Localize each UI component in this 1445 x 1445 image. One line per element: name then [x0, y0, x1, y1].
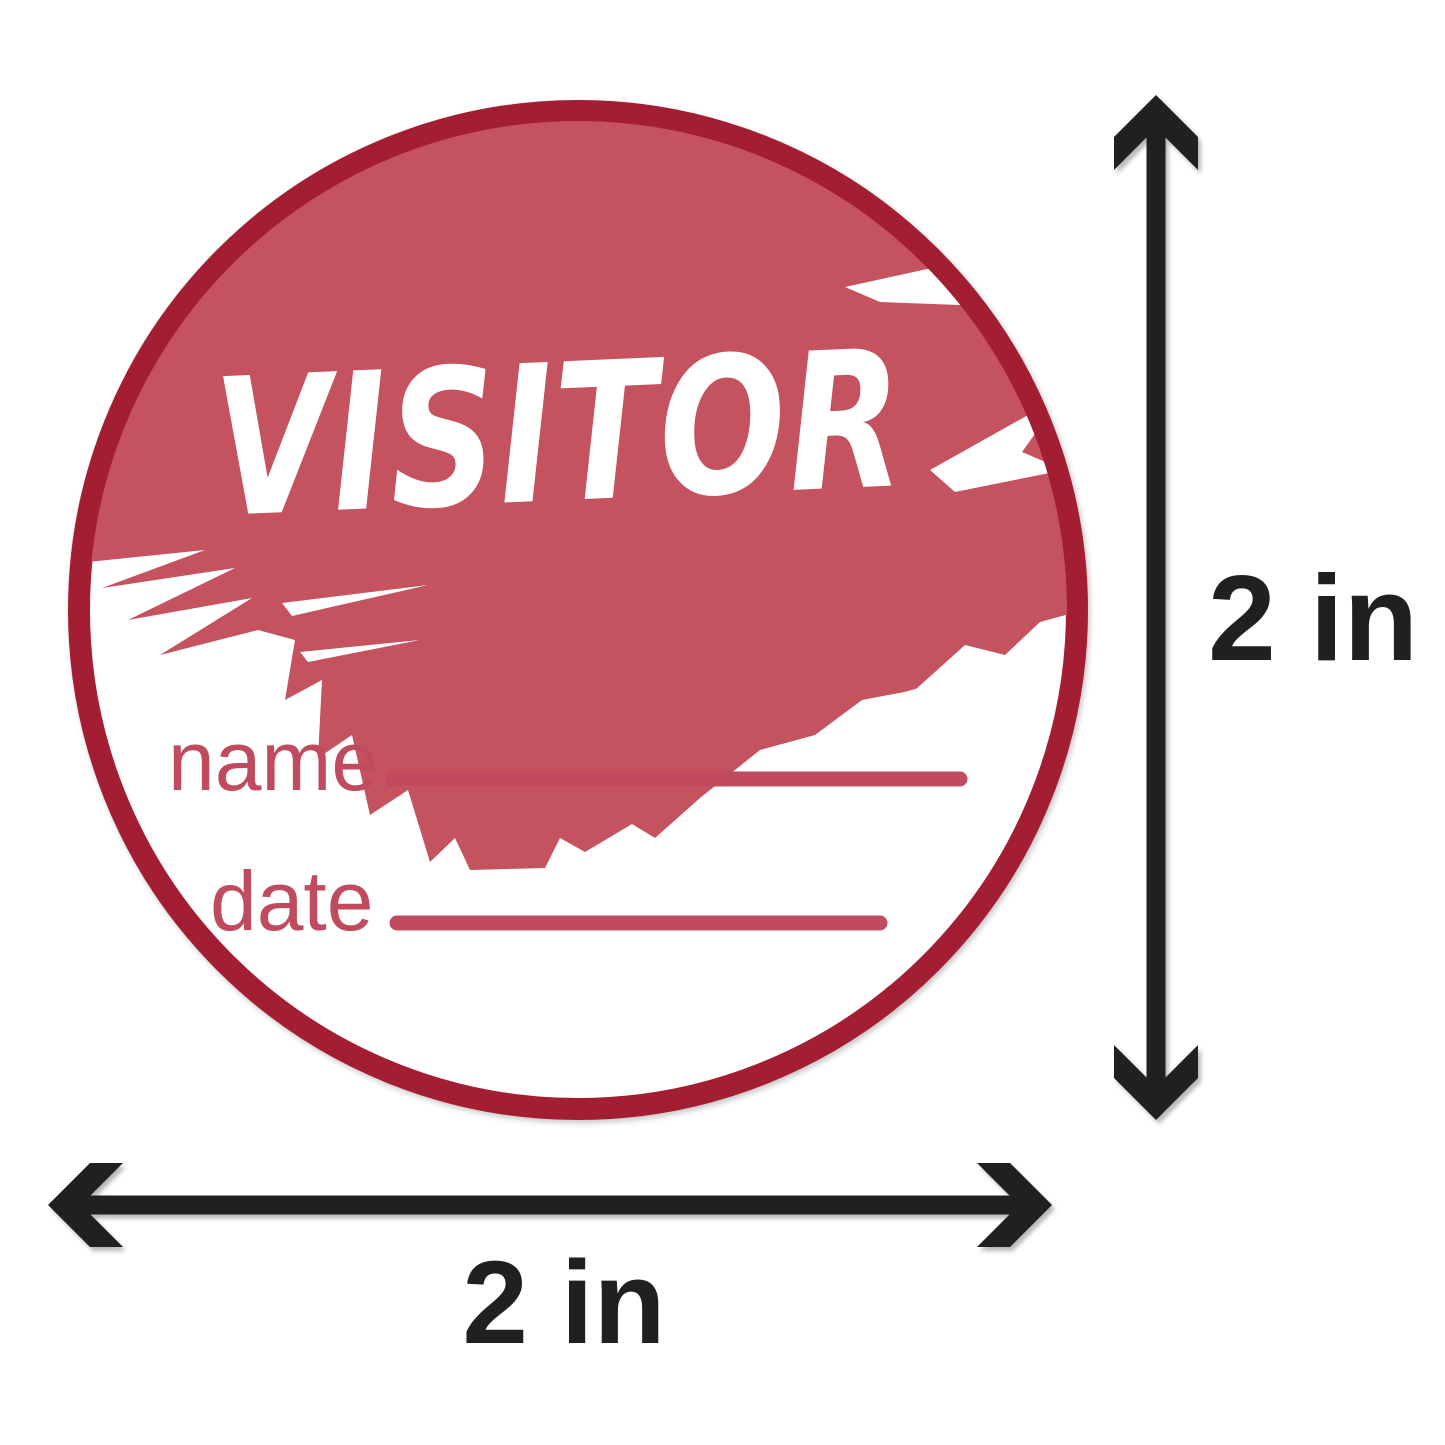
brush-texture-streak	[282, 585, 428, 616]
visitor-sticker: VISITOR name date	[68, 100, 1088, 1120]
height-dimension-arrow	[1114, 95, 1198, 1120]
arrow-down-icon	[1114, 1045, 1198, 1120]
width-dimension-arrow	[48, 1163, 1052, 1247]
brush-texture-streak	[868, 652, 1050, 714]
sticker-title: VISITOR	[210, 309, 909, 560]
arrow-up-icon	[1114, 95, 1198, 170]
width-dimension-label: 2 in	[462, 1237, 665, 1369]
height-dimension-label: 2 in	[1208, 550, 1418, 686]
brush-texture-streak	[300, 640, 420, 662]
name-field-label: name	[168, 714, 378, 808]
height-arrow-shaft	[1146, 125, 1166, 1090]
arrow-left-icon	[48, 1163, 123, 1247]
date-field-label: date	[210, 854, 374, 948]
width-arrow-shaft	[78, 1195, 1022, 1215]
arrow-right-icon	[977, 1163, 1052, 1247]
